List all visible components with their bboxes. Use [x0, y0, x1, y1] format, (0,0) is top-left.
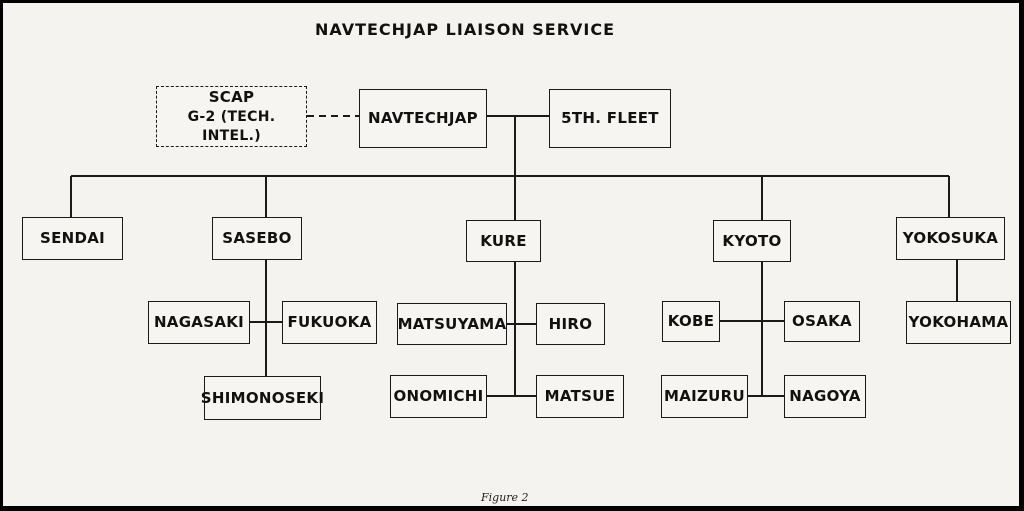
node-maizuru: MAIZURU: [661, 375, 748, 418]
node-hiro-label: HIRO: [548, 314, 593, 333]
node-scap-line-1: SCAP: [208, 88, 255, 107]
node-shimonoseki-label: SHIMONOSEKI: [200, 388, 325, 407]
node-kure: KURE: [466, 220, 541, 262]
node-scap: SCAP G-2 (TECH. INTEL.): [156, 86, 307, 147]
chart-title: NAVTECHJAP LIAISON SERVICE: [315, 20, 616, 39]
node-fukuoka-label: FUKUOKA: [287, 313, 372, 332]
node-nagasaki: NAGASAKI: [148, 301, 250, 344]
node-matsue-label: MATSUE: [544, 387, 616, 406]
node-maizuru-label: MAIZURU: [663, 387, 745, 406]
node-kure-label: KURE: [480, 231, 527, 250]
node-sendai: SENDAI: [22, 217, 123, 260]
node-sasebo: SASEBO: [212, 217, 302, 260]
node-yokosuka: YOKOSUKA: [896, 217, 1005, 260]
node-fukuoka: FUKUOKA: [282, 301, 377, 344]
node-nagasaki-label: NAGASAKI: [153, 313, 245, 332]
node-navtechjap: NAVTECHJAP: [359, 89, 487, 148]
node-nagoya-label: NAGOYA: [789, 387, 861, 406]
node-yokohama-label: YOKOHAMA: [908, 313, 1009, 332]
node-osaka-label: OSAKA: [792, 312, 852, 331]
node-matsuyama-label: MATSUYAMA: [397, 314, 507, 333]
node-nagoya: NAGOYA: [784, 375, 866, 418]
node-scap-line-2: G-2 (TECH. INTEL.): [187, 108, 276, 144]
node-kobe: KOBE: [662, 301, 720, 342]
node-hiro: HIRO: [536, 303, 605, 345]
node-matsuyama: MATSUYAMA: [397, 303, 507, 345]
node-osaka: OSAKA: [784, 301, 860, 342]
node-kobe-label: KOBE: [667, 312, 715, 331]
figure-caption: Figure 2: [481, 491, 529, 504]
node-kyoto: KYOTO: [713, 220, 791, 262]
node-shimonoseki: SHIMONOSEKI: [200, 376, 325, 420]
node-sendai-label: SENDAI: [39, 229, 106, 248]
node-yokohama: YOKOHAMA: [906, 301, 1011, 344]
org-chart-page: NAVTECHJAP LIAISON SERVICE SCAP G-2 (TEC…: [3, 3, 1019, 506]
node-onomichi-label: ONOMICHI: [393, 387, 484, 406]
node-onomichi: ONOMICHI: [390, 375, 487, 418]
node-yokosuka-label: YOKOSUKA: [902, 229, 999, 248]
node-5th-fleet-label: 5TH. FLEET: [561, 109, 659, 128]
node-5th-fleet: 5TH. FLEET: [549, 89, 671, 148]
node-matsue: MATSUE: [536, 375, 624, 418]
node-sasebo-label: SASEBO: [222, 229, 292, 248]
node-navtechjap-label: NAVTECHJAP: [368, 109, 478, 128]
node-kyoto-label: KYOTO: [722, 231, 782, 250]
